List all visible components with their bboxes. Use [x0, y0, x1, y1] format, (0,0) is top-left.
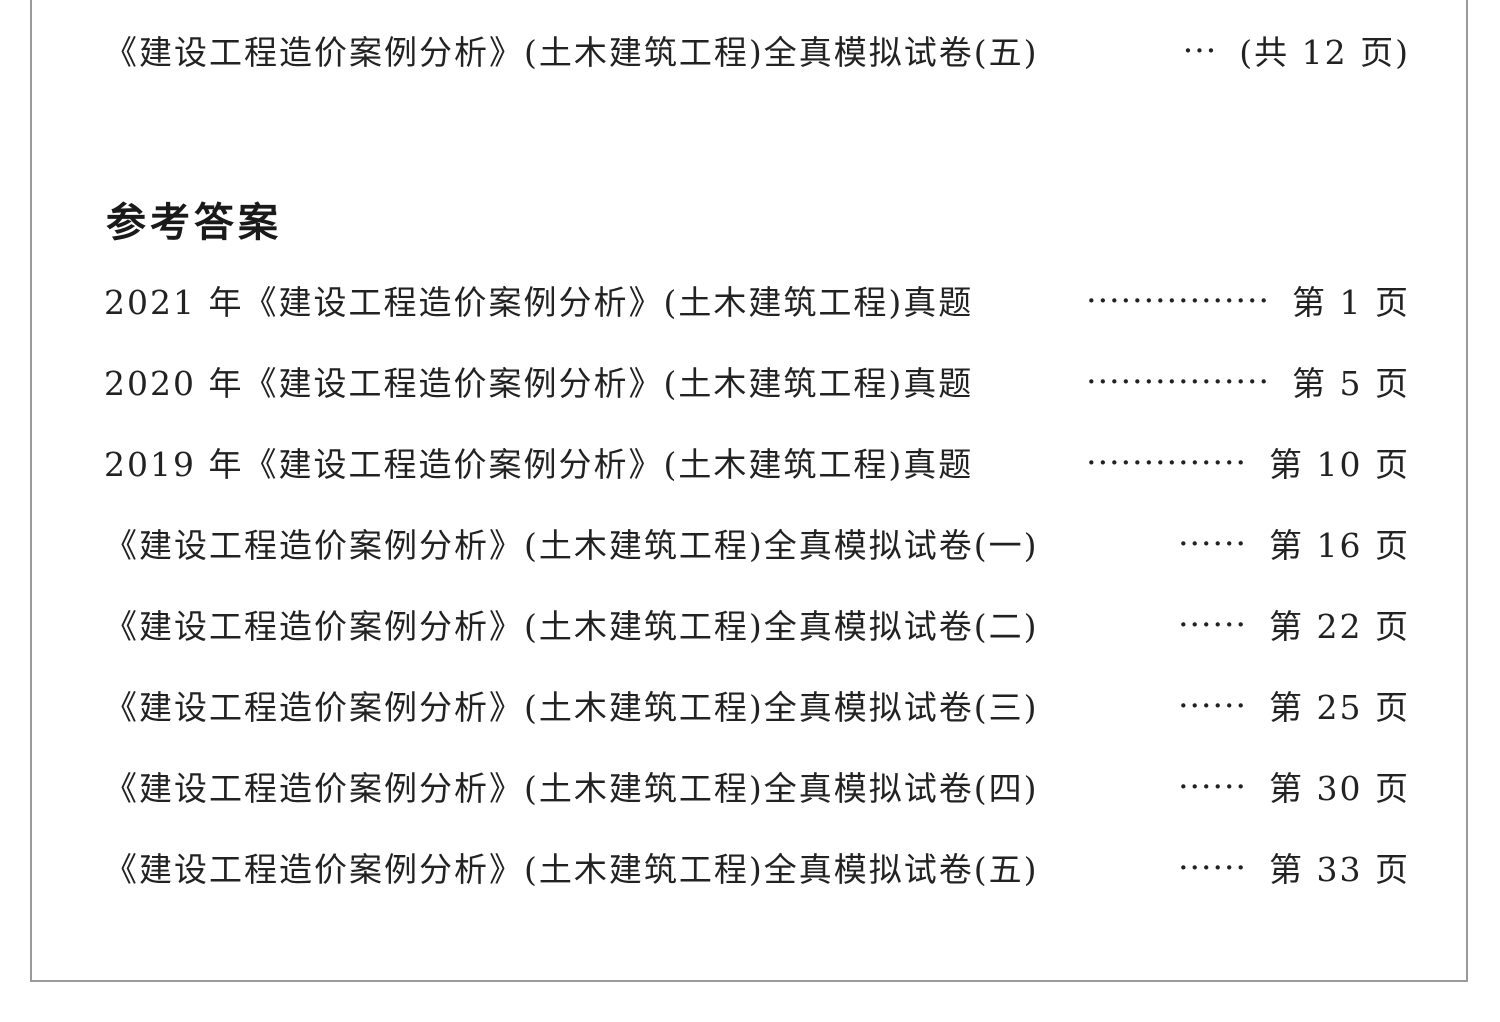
toc-entry-page: 第 30 页 [1269, 769, 1410, 808]
toc-entry-leader: ··· [1182, 30, 1218, 70]
toc-entry-page: 第 5 页 [1292, 364, 1410, 403]
toc-entry-leader: ················ [1086, 280, 1271, 320]
toc-entry-title: 2021 年《建设工程造价案例分析》(土木建筑工程)真题 [104, 283, 974, 322]
toc-entry-answer-mock-2[interactable]: 《建设工程造价案例分析》(土木建筑工程)全真模拟试卷(二) ······ 第 2… [104, 602, 1410, 647]
toc-entry-title: 《建设工程造价案例分析》(土木建筑工程)全真模拟试卷(四) [104, 769, 1039, 808]
page-border-frame [30, 0, 1468, 982]
toc-entry-title: 2020 年《建设工程造价案例分析》(土木建筑工程)真题 [104, 364, 974, 403]
toc-entry-title: 《建设工程造价案例分析》(土木建筑工程)全真模拟试卷(五) [104, 33, 1039, 72]
toc-entry-answer-2020[interactable]: 2020 年《建设工程造价案例分析》(土木建筑工程)真题 ···········… [104, 359, 1410, 404]
toc-entry-page: (共 12 页) [1239, 33, 1410, 72]
toc-entry-leader: ················ [1086, 361, 1271, 401]
toc-entry-leader: ······ [1178, 847, 1248, 887]
toc-entry-leader: ······ [1178, 523, 1248, 563]
toc-entry-page: 第 22 页 [1269, 607, 1410, 646]
toc-entry-leader: ······ [1178, 685, 1248, 725]
toc-entry-leader: ······ [1178, 766, 1248, 806]
toc-entry-answer-mock-4[interactable]: 《建设工程造价案例分析》(土木建筑工程)全真模拟试卷(四) ······ 第 3… [104, 764, 1410, 809]
toc-entry-answer-2019[interactable]: 2019 年《建设工程造价案例分析》(土木建筑工程)真题 ···········… [104, 440, 1410, 485]
toc-entry-page: 第 16 页 [1269, 526, 1410, 565]
toc-entry-leader: ·············· [1086, 442, 1248, 482]
toc-entry-page: 第 33 页 [1269, 850, 1410, 889]
toc-entry-page: 第 25 页 [1269, 688, 1410, 727]
toc-entry-page: 第 10 页 [1269, 445, 1410, 484]
toc-entry-mock-exam-5[interactable]: 《建设工程造价案例分析》(土木建筑工程)全真模拟试卷(五) ··· (共 12 … [104, 28, 1410, 73]
toc-entry-answer-2021[interactable]: 2021 年《建设工程造价案例分析》(土木建筑工程)真题 ···········… [104, 278, 1410, 323]
toc-entry-title: 《建设工程造价案例分析》(土木建筑工程)全真模拟试卷(一) [104, 526, 1039, 565]
toc-entry-answer-mock-5[interactable]: 《建设工程造价案例分析》(土木建筑工程)全真模拟试卷(五) ······ 第 3… [104, 845, 1410, 890]
toc-entry-page: 第 1 页 [1292, 283, 1410, 322]
toc-entry-title: 《建设工程造价案例分析》(土木建筑工程)全真模拟试卷(二) [104, 607, 1039, 646]
toc-entry-answer-mock-3[interactable]: 《建设工程造价案例分析》(土木建筑工程)全真模拟试卷(三) ······ 第 2… [104, 683, 1410, 728]
toc-entry-leader: ······ [1178, 604, 1248, 644]
toc-entry-title: 2019 年《建设工程造价案例分析》(土木建筑工程)真题 [104, 445, 974, 484]
section-heading-answers: 参考答案 [106, 200, 282, 246]
toc-entry-title: 《建设工程造价案例分析》(土木建筑工程)全真模拟试卷(五) [104, 850, 1039, 889]
toc-entry-answer-mock-1[interactable]: 《建设工程造价案例分析》(土木建筑工程)全真模拟试卷(一) ······ 第 1… [104, 521, 1410, 566]
toc-entry-title: 《建设工程造价案例分析》(土木建筑工程)全真模拟试卷(三) [104, 688, 1039, 727]
